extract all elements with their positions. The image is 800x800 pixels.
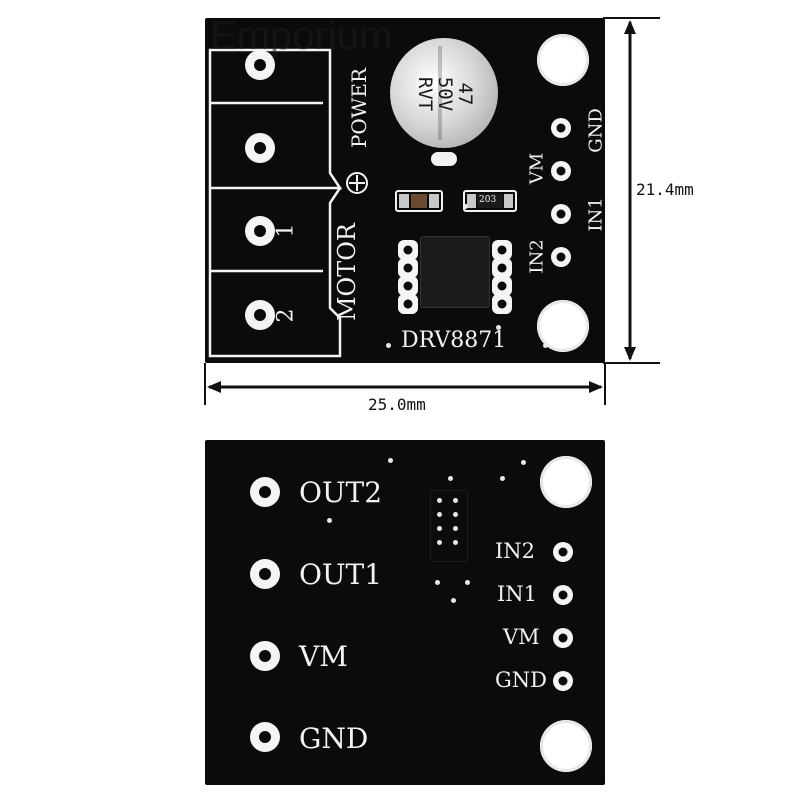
circle-plus-icon (346, 172, 368, 194)
output-pad-out2 (250, 477, 280, 507)
via (437, 540, 442, 545)
via (453, 540, 458, 545)
via (521, 460, 526, 465)
smd-resistor: 203 (463, 190, 517, 212)
pcb-bottom-side: OUT2 OUT1 VM GND IN2 IN1 VM GND (205, 440, 605, 785)
via (453, 498, 458, 503)
label-out1: OUT1 (299, 558, 383, 591)
via (453, 526, 458, 531)
pcb-top-side: 1 2 MOTOR POWER 47 50V RVT 203 (205, 18, 607, 363)
driver-ic (420, 236, 490, 308)
via (500, 476, 505, 481)
label-out2: OUT2 (299, 476, 383, 509)
via (465, 580, 470, 585)
label-in1: IN1 (497, 582, 538, 606)
via (496, 325, 501, 330)
smd-capacitor (395, 190, 443, 212)
terminal-pad (245, 133, 275, 163)
header-pad-in2 (551, 247, 571, 267)
label-gnd-right: GND (495, 668, 547, 692)
mounting-hole (540, 720, 592, 772)
height-dimension-label: 21.4mm (636, 180, 694, 199)
via (451, 598, 456, 603)
ic-pin (492, 294, 512, 314)
header-pad-in1 (551, 204, 571, 224)
width-dimension-label: 25.0mm (368, 395, 426, 414)
watermark-text: Emporium (210, 14, 393, 58)
output-pad-gnd (250, 722, 280, 752)
header-pad-gnd (553, 671, 573, 691)
ic-pin (398, 258, 418, 278)
header-pad-vm (551, 161, 571, 181)
label-vm-right: VM (503, 625, 540, 649)
terminal-pad (245, 50, 275, 80)
label-in2: IN2 (495, 539, 536, 563)
label-gnd-left: GND (299, 722, 369, 755)
terminal-pad (245, 216, 275, 246)
header-pad-in1 (553, 585, 573, 605)
terminal-pad (245, 300, 275, 330)
output-pad-vm (250, 641, 280, 671)
via (453, 512, 458, 517)
via (448, 476, 453, 481)
via (386, 343, 391, 348)
resistor-code: 203 (479, 195, 497, 205)
capacitor-pad (431, 152, 457, 166)
ic-pin (492, 276, 512, 296)
label-vm-left: VM (299, 640, 348, 673)
ic-pin (398, 240, 418, 260)
via (435, 580, 440, 585)
via (327, 518, 332, 523)
ic-pin (398, 276, 418, 296)
ic-pin (398, 294, 418, 314)
thermal-pad-area (430, 490, 468, 562)
mounting-hole (537, 34, 589, 86)
via (463, 204, 468, 209)
mounting-hole (537, 300, 589, 352)
header-pad-gnd (551, 118, 571, 138)
via (437, 512, 442, 517)
electrolytic-capacitor (390, 38, 498, 148)
via (388, 458, 393, 463)
mounting-hole (540, 456, 592, 508)
terminal-block-outline (208, 48, 343, 358)
header-pad-vm (553, 628, 573, 648)
via (437, 526, 442, 531)
ic-pin (492, 240, 512, 260)
output-pad-out1 (250, 559, 280, 589)
chip-label: DRV8871 (401, 328, 507, 353)
ic-pin (492, 258, 512, 278)
header-pad-in2 (553, 542, 573, 562)
via (437, 498, 442, 503)
